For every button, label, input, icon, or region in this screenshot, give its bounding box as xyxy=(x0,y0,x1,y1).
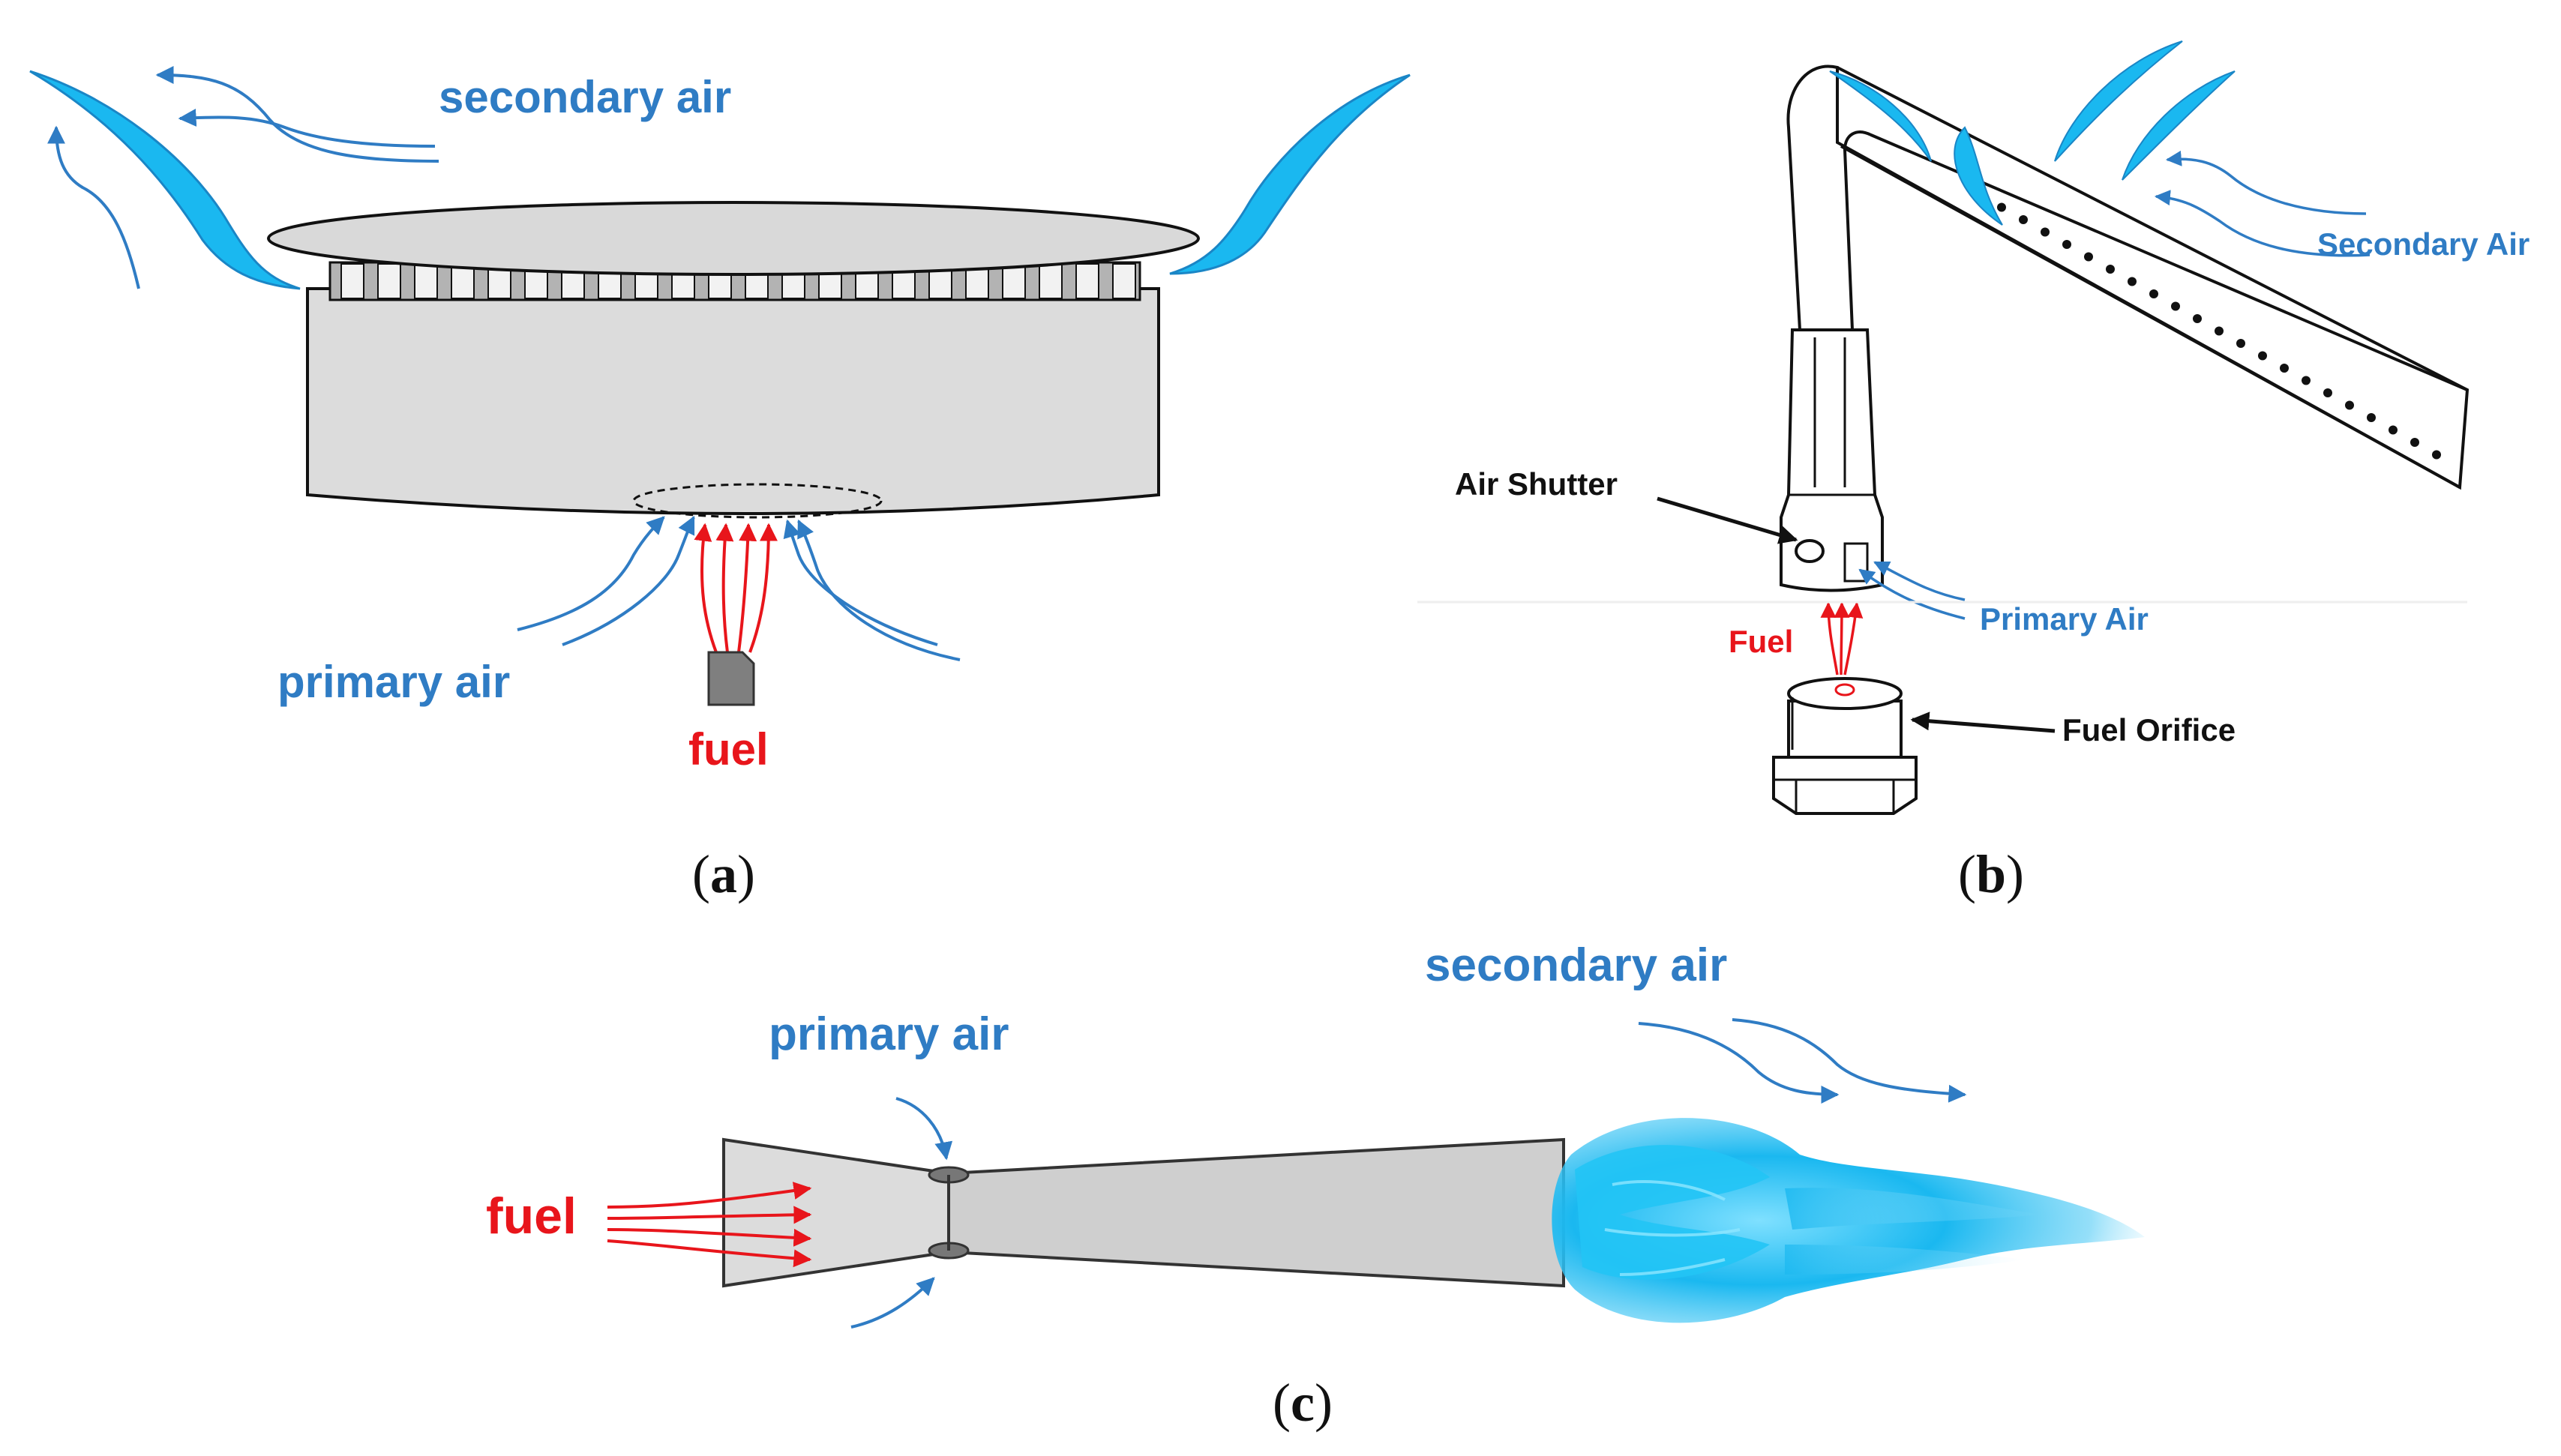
fuel-orifice-label: Fuel Orifice xyxy=(2062,712,2236,747)
venturi-fuel-label: fuel xyxy=(486,1188,577,1245)
tube-port-hole xyxy=(2302,376,2311,385)
air-shutter-label: Air Shutter xyxy=(1455,466,1618,502)
burner-tube xyxy=(1786,64,2470,490)
tube-port-hole xyxy=(2258,351,2267,361)
primary-air-arrow-1 xyxy=(517,516,665,631)
tube-port-hole xyxy=(1997,202,2006,212)
secondary-air-label: secondary air xyxy=(439,72,731,122)
tube-port-hole xyxy=(2084,252,2093,262)
tube-port-hole xyxy=(2041,227,2050,237)
tube-port-hole xyxy=(2062,240,2071,249)
tube-fuel-label: Fuel xyxy=(1729,624,1793,659)
tube-port-hole xyxy=(2432,450,2441,460)
tube-port-hole xyxy=(2106,265,2115,274)
secondary-air-arrow-3 xyxy=(47,125,140,289)
burner-inlet xyxy=(632,483,883,519)
air-shutter-opening xyxy=(1843,542,1869,583)
fuel-arrow-4 xyxy=(748,523,778,653)
primary-air-arrow-4 xyxy=(783,519,938,646)
tube-port-hole xyxy=(2171,301,2180,311)
mixer-body-ridge xyxy=(1789,337,1875,496)
tube-primary-air-arrow-2 xyxy=(1873,561,1966,601)
tube-port-hole xyxy=(2019,215,2028,224)
primary-air-arrow-2 xyxy=(562,515,695,646)
caption-c: (c) xyxy=(1273,1373,1333,1433)
venturi-primary-air-arrow-top xyxy=(895,1097,953,1161)
secondary-air-arrow-1 xyxy=(155,66,439,163)
panel-c: secondary air primary air fuel (c) xyxy=(486,939,2145,1433)
venturi-secondary-air-label: secondary air xyxy=(1425,939,1727,991)
tube-port-hole xyxy=(2345,400,2354,410)
burner-port-slot xyxy=(340,263,364,299)
tube-port-hole xyxy=(2410,438,2419,447)
tube-fuel-arrow-2 xyxy=(1834,601,1850,676)
burner-tube-lower-edge xyxy=(1840,145,2461,489)
caption-b: (b) xyxy=(1958,844,2024,904)
burner-body xyxy=(306,287,1160,515)
tube-port-hole xyxy=(2389,425,2398,435)
primary-air-arrow-3 xyxy=(797,519,961,661)
burner-port-slot xyxy=(1002,263,1026,299)
tube-primary-air-label: Primary Air xyxy=(1980,601,2149,637)
air-shutter-hole xyxy=(1795,539,1825,563)
tube-flame-3 xyxy=(2054,40,2183,162)
primary-air-label: primary air xyxy=(277,657,510,707)
tube-port-hole xyxy=(2323,388,2332,397)
venturi-fuel-arrow-2 xyxy=(607,1206,812,1224)
tube-port-hole xyxy=(2280,364,2289,373)
fuel-orifice-pointer xyxy=(1910,712,2056,733)
fuel-arrow-1 xyxy=(694,523,718,653)
venturi-diverging-section xyxy=(947,1137,1565,1288)
tube-secondary-air-arrow-2 xyxy=(2165,150,2367,215)
burner-port-slot xyxy=(451,263,475,299)
tube-secondary-air-label: Secondary Air xyxy=(2317,226,2530,262)
burner-port-slot xyxy=(1112,263,1136,299)
tube-port-hole xyxy=(2149,289,2158,298)
tube-port-hole xyxy=(2128,277,2137,286)
burner-port-slot xyxy=(377,263,401,299)
tube-port-hole xyxy=(2236,339,2245,348)
fuel-nozzle xyxy=(707,651,755,706)
burner-cap xyxy=(267,201,1200,276)
fuel-arrow-2 xyxy=(715,523,734,653)
venturi-fuel-arrow-4 xyxy=(607,1239,812,1268)
tube-port-hole xyxy=(2215,326,2224,336)
burner-port-slot xyxy=(1075,263,1099,299)
venturi-fuel-arrow-1 xyxy=(607,1182,812,1209)
venturi-secondary-air-arrow-2 xyxy=(1732,1018,1967,1103)
tube-secondary-air-arrow-1 xyxy=(2154,190,2371,257)
tube-port-hole xyxy=(2193,314,2202,323)
tube-flame-1 xyxy=(1829,70,1932,162)
fuel-orifice xyxy=(1772,677,1918,815)
tube-flame-2 xyxy=(1954,126,2003,226)
burner-port-slot xyxy=(414,263,438,299)
burner-port-slot xyxy=(1039,263,1063,299)
burner-tube-outline xyxy=(1837,66,2468,391)
fuel-label: fuel xyxy=(688,724,769,774)
venturi-converging-section xyxy=(722,1137,950,1288)
tube-flame-4 xyxy=(2122,70,2236,181)
tube-port-hole xyxy=(2367,413,2376,422)
venturi-primary-air-label: primary air xyxy=(769,1008,1009,1060)
secondary-air-arrow-2 xyxy=(178,108,436,148)
tube-fuel-arrow-3 xyxy=(1843,601,1864,676)
mixer-body xyxy=(1780,328,1884,592)
secondary-flame-left xyxy=(29,70,301,290)
panel-b: Air Shutter Secondary Air Primary Air Fu… xyxy=(1417,40,2530,904)
air-shutter-pointer xyxy=(1657,496,1798,544)
caption-a: (a) xyxy=(692,844,755,904)
panel-a: secondary air primary air fuel (a) xyxy=(29,66,1411,904)
fuel-arrow-3 xyxy=(737,523,757,653)
venturi-secondary-air-arrow-1 xyxy=(1638,1022,1840,1104)
tube-primary-air-arrow-1 xyxy=(1858,568,1966,620)
tube-fuel-arrow-1 xyxy=(1820,601,1839,676)
venturi-fuel-arrow-3 xyxy=(607,1228,812,1247)
venturi-flame xyxy=(1552,1118,2145,1323)
secondary-flame-right xyxy=(1169,73,1411,275)
venturi-primary-air-arrow-bottom xyxy=(850,1277,935,1329)
